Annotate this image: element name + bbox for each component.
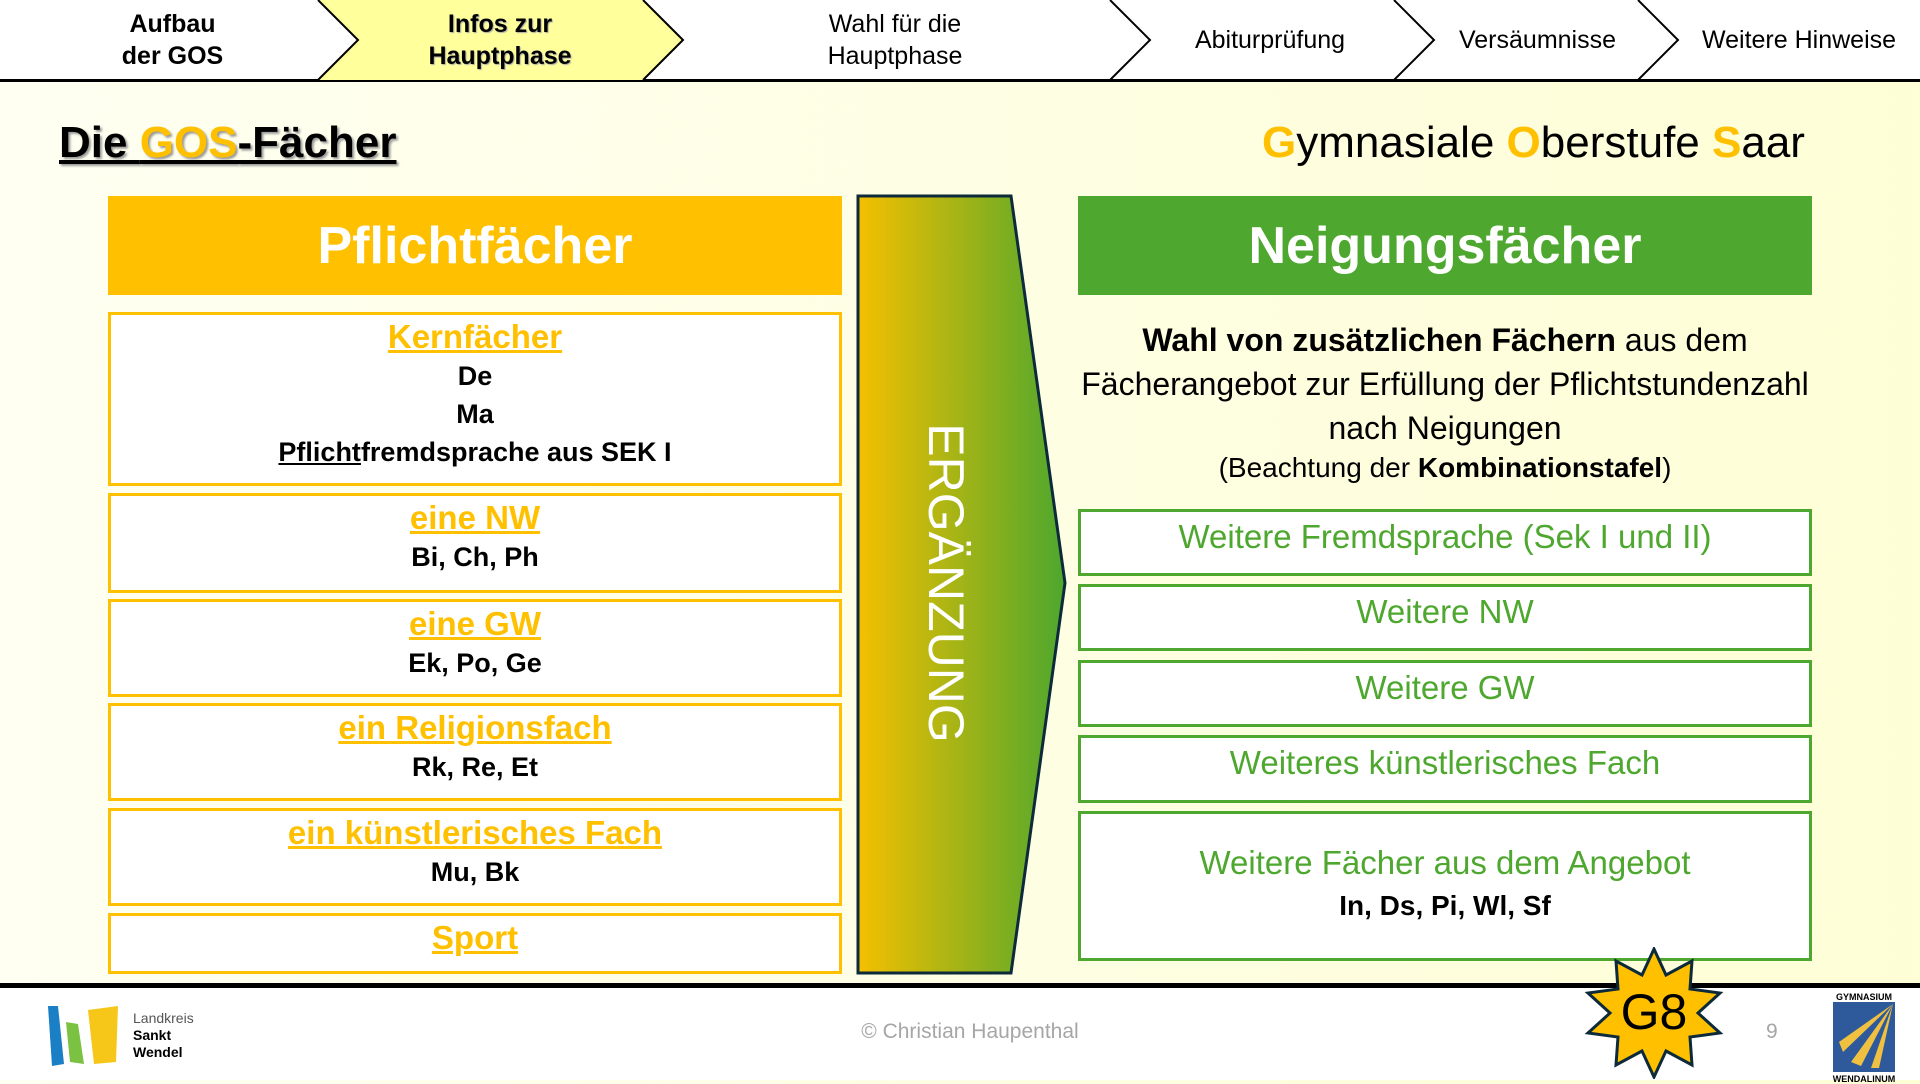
g8-badge: G8 xyxy=(1620,984,1688,1040)
landkreis-logo-icon xyxy=(48,1006,118,1066)
nav-abiturpruefung[interactable]: Abiturprüfung xyxy=(1194,26,1346,54)
neigung-description: Wahl von zusätzlichen Fächern aus dem Fä… xyxy=(1081,322,1809,483)
pflichtfaecher-header: Pflichtfächer xyxy=(108,196,842,295)
wendalinum-logo: GYMNASIUM WENDALINUM xyxy=(1832,992,1896,1084)
page-title: Die GOS-Fächer xyxy=(59,118,397,167)
kuenstlerisch-box: Weiteres künstlerisches Fach xyxy=(1078,735,1812,803)
ergaenzung-label: ERGÄNZUNG xyxy=(918,423,974,743)
weitere-gw-box: Weitere GW xyxy=(1078,660,1812,727)
weitere-nw-box: Weitere NW xyxy=(1078,584,1812,651)
kernfaecher-box: Kernfächer De Ma Pflichtfremdsprache aus… xyxy=(108,312,842,486)
sport-box: Sport xyxy=(108,913,842,974)
school-name: Gymnasiale Oberstufe Saar xyxy=(1262,118,1805,167)
nav-versaeumnisse[interactable]: Versäumnisse xyxy=(1458,26,1617,54)
nav-chevrons xyxy=(317,0,1680,81)
nav-weitere-hinweise[interactable]: Weitere Hinweise xyxy=(1701,26,1897,54)
neigungsfaecher-header: Neigungsfächer xyxy=(1078,196,1812,295)
g8-star-icon xyxy=(1584,947,1724,1079)
weitere-faecher-box: Weitere Fächer aus dem Angebot In, Ds, P… xyxy=(1078,811,1812,961)
page-number: 9 xyxy=(1766,1020,1778,1043)
wendalinum-logo-icon xyxy=(1833,1002,1895,1072)
copyright: © Christian Haupenthal xyxy=(861,1020,1079,1043)
fremdsprache-box: Weitere Fremdsprache (Sek I und II) xyxy=(1078,509,1812,576)
